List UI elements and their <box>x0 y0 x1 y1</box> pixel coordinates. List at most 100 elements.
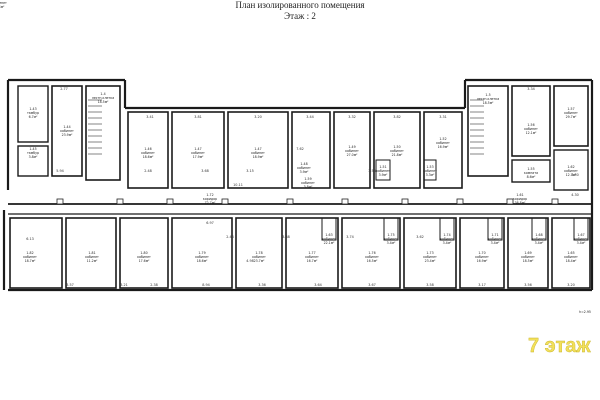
room-id: 1-61 <box>516 193 523 197</box>
dimension-label: 6.13 <box>26 237 34 241</box>
room-name: кабинет <box>390 149 404 153</box>
room-name: кабинет <box>85 255 99 259</box>
room-area: 17.9м² <box>193 155 205 159</box>
room-area: 3.4м² <box>443 241 452 245</box>
room-1-47 <box>171 111 225 189</box>
room-id: 1-81 <box>88 251 95 255</box>
room-1-50 <box>373 111 421 189</box>
room-id: 1-4 <box>100 92 105 96</box>
room-name: кабинет <box>524 127 538 131</box>
room-1-52 <box>423 111 463 189</box>
column <box>456 198 464 205</box>
room-id: 1-63 <box>325 233 332 237</box>
dimension-label: 3.31 <box>439 115 447 119</box>
dimension-label: 7.62 <box>296 147 304 151</box>
room-area: 16.9м² <box>438 145 450 149</box>
room-1-67 <box>531 217 547 241</box>
column <box>286 198 294 205</box>
room-id: 1-53 <box>426 165 433 169</box>
room-area: 16.7м² <box>307 259 319 263</box>
room-area: 3.4м² <box>535 241 544 245</box>
room-name: тамбур <box>27 111 39 115</box>
room-id: 1-77 <box>308 251 315 255</box>
room-id: 1-45 <box>29 147 36 151</box>
room-1-79 <box>171 217 233 289</box>
room-id: 1-71 <box>491 233 498 237</box>
room-name: кабинет <box>23 255 37 259</box>
room-area: 3.4м² <box>491 241 500 245</box>
room-area: 18.7м² <box>25 259 37 263</box>
room-id: 1-59 <box>304 177 311 181</box>
room-area: 21.8м² <box>392 153 404 157</box>
dimension-label: 3.38 <box>282 235 290 239</box>
dimension-label: 3.74 <box>346 235 354 239</box>
room-area: 3.9м² <box>379 173 388 177</box>
room-name: кабинет <box>137 255 151 259</box>
room-id: 1-50 <box>393 145 400 149</box>
dimension-label: 2.77 <box>60 87 68 91</box>
room-1-80 <box>119 217 169 289</box>
room-area: 23.7м² <box>254 259 266 263</box>
room-name: лестн.клетка <box>477 97 499 101</box>
room-name: кабинет <box>345 149 359 153</box>
room-area: 3.4м² <box>387 241 396 245</box>
room-1-77 <box>285 217 339 289</box>
dimension-label: 2.48 <box>226 235 234 239</box>
scale-note: h=2.95 <box>579 310 591 314</box>
room-area: 11.2м² <box>87 259 99 263</box>
room-id: 1-47 <box>254 147 261 151</box>
room-id: 1-48 <box>300 162 307 166</box>
column <box>116 198 124 205</box>
dimension-label: 3.64 <box>314 283 322 287</box>
room-name: кабинет <box>521 255 535 259</box>
room-1-48 <box>291 111 331 189</box>
dimension-label: 3.17 <box>478 283 486 287</box>
room-id: 1-74 <box>443 233 450 237</box>
dimension-label: 3.62 <box>416 235 424 239</box>
room-area: 18.4м² <box>566 259 578 263</box>
dimension-label: 3.68 <box>201 169 209 173</box>
dimension-label: 3.58 <box>426 283 434 287</box>
room-1-45 <box>17 145 49 177</box>
column <box>551 198 559 205</box>
dimension-label: 3.20 <box>254 115 262 119</box>
dimension-label: 4.98 <box>246 259 254 263</box>
room-id: 1-82 <box>26 251 33 255</box>
dimension-label: 3.15 <box>246 169 254 173</box>
room-name: комната <box>524 171 538 175</box>
room-id: 1-67 <box>577 233 584 237</box>
room-area: 23.9м² <box>62 133 74 137</box>
room-name: кабинет <box>251 151 265 155</box>
dimension-label: 6.97 <box>206 221 214 225</box>
room-id: 1-51 <box>379 165 386 169</box>
room-1-74 <box>383 217 399 241</box>
dimension-label: 3.20 <box>567 283 575 287</box>
room-id: 1-43 <box>29 107 36 111</box>
room-1-75 <box>321 217 337 241</box>
room-1-5 <box>467 85 509 177</box>
room-id: 1-62 <box>567 165 574 169</box>
dimension-label: 3.82 <box>393 115 401 119</box>
room-id: 1-76 <box>368 251 375 255</box>
dimension-label: 4.50 <box>571 173 579 177</box>
room-id: 1-46 <box>144 147 151 151</box>
